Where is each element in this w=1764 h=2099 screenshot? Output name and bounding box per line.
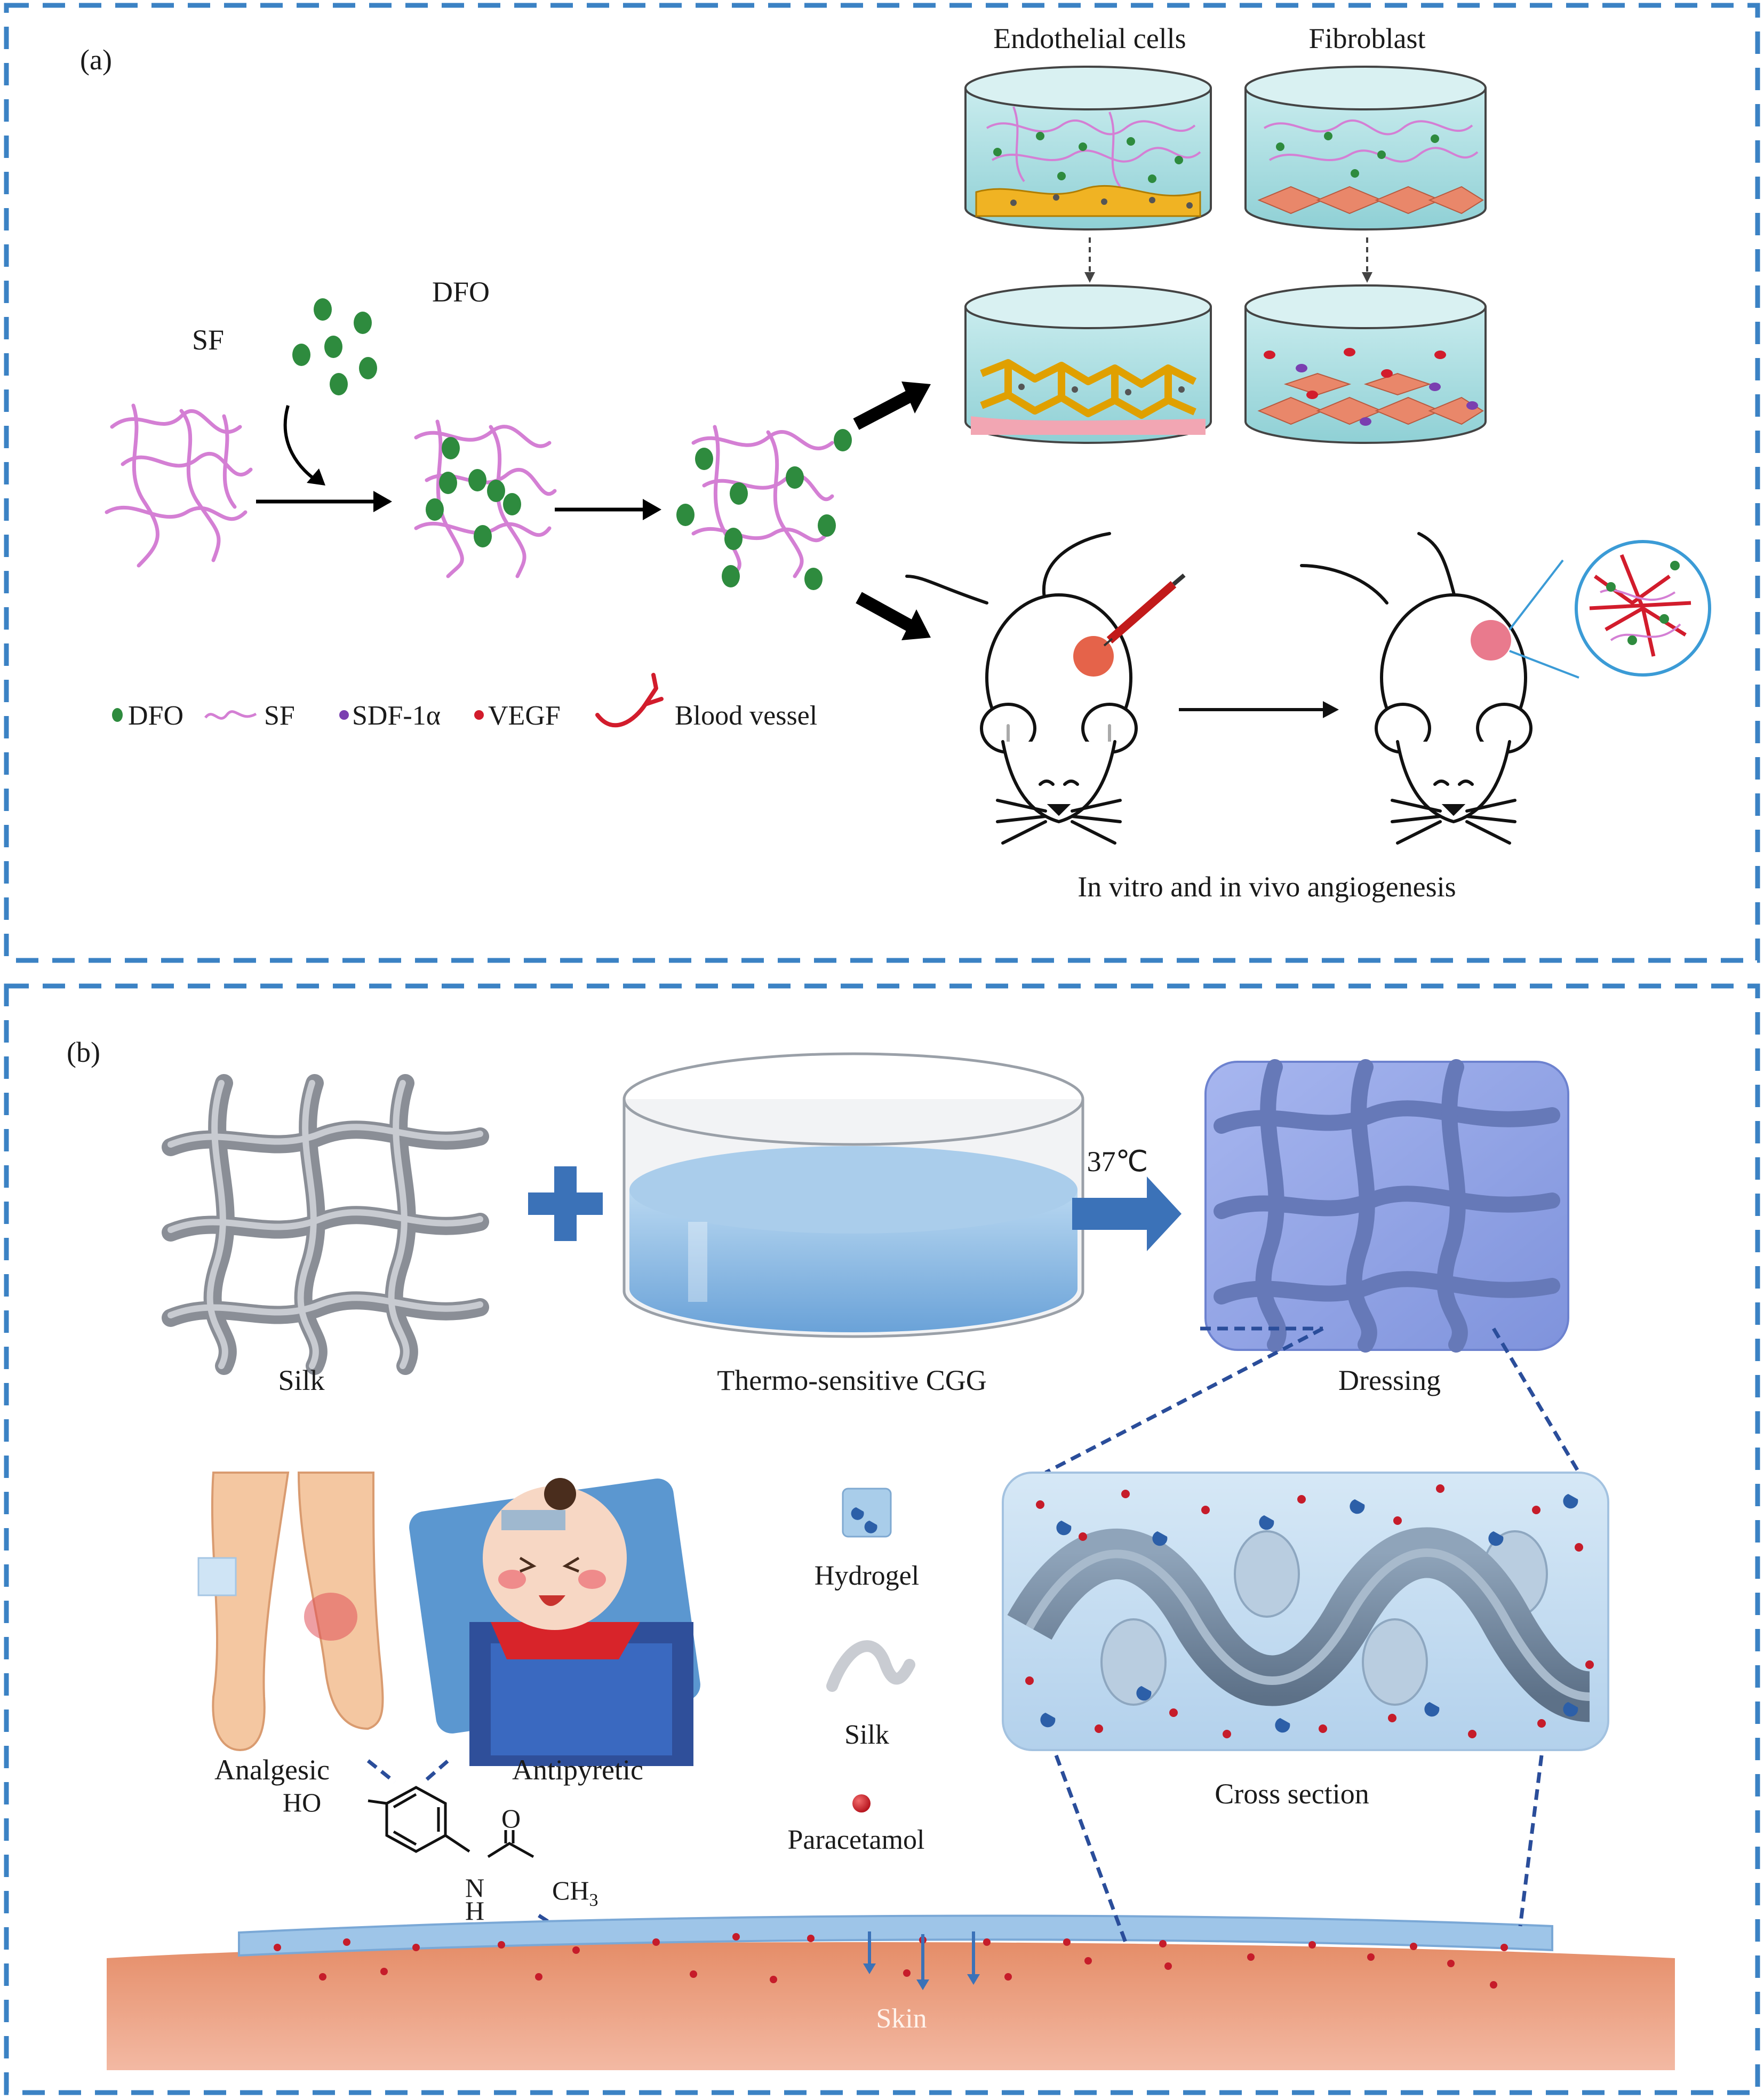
skin-label: Skin — [876, 2003, 927, 2034]
sf-label: SF — [192, 324, 224, 356]
plus-icon — [528, 1166, 603, 1241]
analgesic-label: Analgesic — [214, 1754, 330, 1786]
dressing-label: Dressing — [1338, 1364, 1441, 1396]
dish-endothelial-before — [964, 66, 1212, 230]
legend-sf-icon — [204, 710, 257, 720]
dish-fibroblast-after — [1244, 284, 1487, 444]
dashed-arrows-dishes — [1089, 237, 1368, 275]
molecule-ch3-main: CH — [552, 1875, 589, 1905]
molecule-ch3-subscript: 3 — [589, 1890, 598, 1910]
release-arrows — [868, 1931, 975, 1982]
legend-paracetamol: Paracetamol — [788, 1825, 925, 1855]
silk-mesh — [162, 1074, 489, 1375]
panel-a-legend: DFO SF SDF-1α VEGF Blood vessel — [112, 673, 817, 731]
mouse-injected — [905, 532, 1138, 845]
analgesic-illustration — [197, 1472, 384, 1752]
molecule-h: H — [465, 1896, 484, 1926]
legend-hydrogel: Hydrogel — [815, 1561, 919, 1591]
cgg-label: Thermo-sensitive CGG — [717, 1364, 986, 1396]
zoom-lines-cross-section — [1054, 1754, 1544, 1943]
dfo-particles-free — [292, 298, 377, 395]
endothelial-cells-label: Endothelial cells — [993, 22, 1186, 54]
arrow-to-in-vitro — [853, 381, 931, 430]
dfo-label: DFO — [432, 276, 490, 308]
paracetamol-legend-icon — [852, 1794, 871, 1812]
panel-b-label: (b) — [67, 1036, 100, 1068]
panel-a: (a) SF DFO Endothelial cells Fibroblast … — [80, 22, 1711, 903]
panel-b: (b) Silk — [67, 1036, 1675, 2070]
antipyretic-illustration — [409, 1478, 700, 1766]
healed-site — [1471, 620, 1511, 661]
hydrogel-legend-icon — [842, 1488, 892, 1538]
legend-vegf-icon — [474, 710, 484, 720]
zoom-lines-dressing — [1044, 1326, 1581, 1475]
silk-legend-icon — [826, 1640, 915, 1692]
legend-vegf: VEGF — [488, 701, 561, 731]
dish-fibroblast-before — [1244, 66, 1487, 230]
skin-layer — [107, 1942, 1675, 2070]
legend-vessel: Blood vessel — [675, 701, 817, 731]
cross-section-label: Cross section — [1215, 1778, 1369, 1810]
legend-vessel-icon — [595, 673, 664, 728]
legend-dfo-icon — [112, 708, 123, 722]
molecule-o: O — [501, 1803, 521, 1833]
cgg-dish — [622, 1052, 1084, 1338]
mouse-healed — [1300, 532, 1532, 845]
vessel-zoom-inset — [1508, 540, 1711, 679]
legend-silk: Silk — [844, 1720, 889, 1750]
dfo-addition-arrow — [283, 405, 321, 484]
sf-dfo-release — [676, 425, 852, 590]
heating-arrow — [1072, 1176, 1182, 1251]
fibroblast-label: Fibroblast — [1308, 22, 1425, 54]
paracetamol-molecule — [368, 1786, 534, 1858]
angiogenesis-label: In vitro and in vivo angiogenesis — [1077, 871, 1456, 903]
syringe-icon — [1103, 573, 1186, 647]
panel-a-label: (a) — [80, 44, 112, 76]
legend-sf: SF — [264, 701, 295, 731]
cross-section-block — [1002, 1472, 1609, 1751]
sf-fiber-network — [105, 403, 253, 568]
panel-b-frame — [4, 983, 1760, 2095]
legend-sdf: SDF-1α — [352, 701, 441, 731]
dish-endothelial-after — [964, 284, 1212, 444]
silk-label: Silk — [278, 1364, 324, 1396]
sf-dfo-loaded — [414, 419, 557, 578]
legend-sdf-icon — [339, 710, 349, 720]
paracetamol-dots-skin — [274, 1933, 1508, 1989]
molecule-ho: HO — [283, 1787, 321, 1817]
molecule-ch3: CH3 — [552, 1875, 598, 1910]
temperature-label: 37℃ — [1087, 1146, 1148, 1178]
hydrogel-patch-on-skin — [238, 1914, 1553, 1957]
antipyretic-label: Antipyretic — [512, 1754, 643, 1786]
legend-dfo: DFO — [128, 701, 183, 731]
molecule-n: N — [465, 1873, 484, 1903]
panel-a-frame — [4, 3, 1760, 963]
dressing-block — [1204, 1059, 1569, 1353]
injection-site — [1073, 636, 1114, 677]
arrow-to-in-vivo — [856, 592, 931, 640]
